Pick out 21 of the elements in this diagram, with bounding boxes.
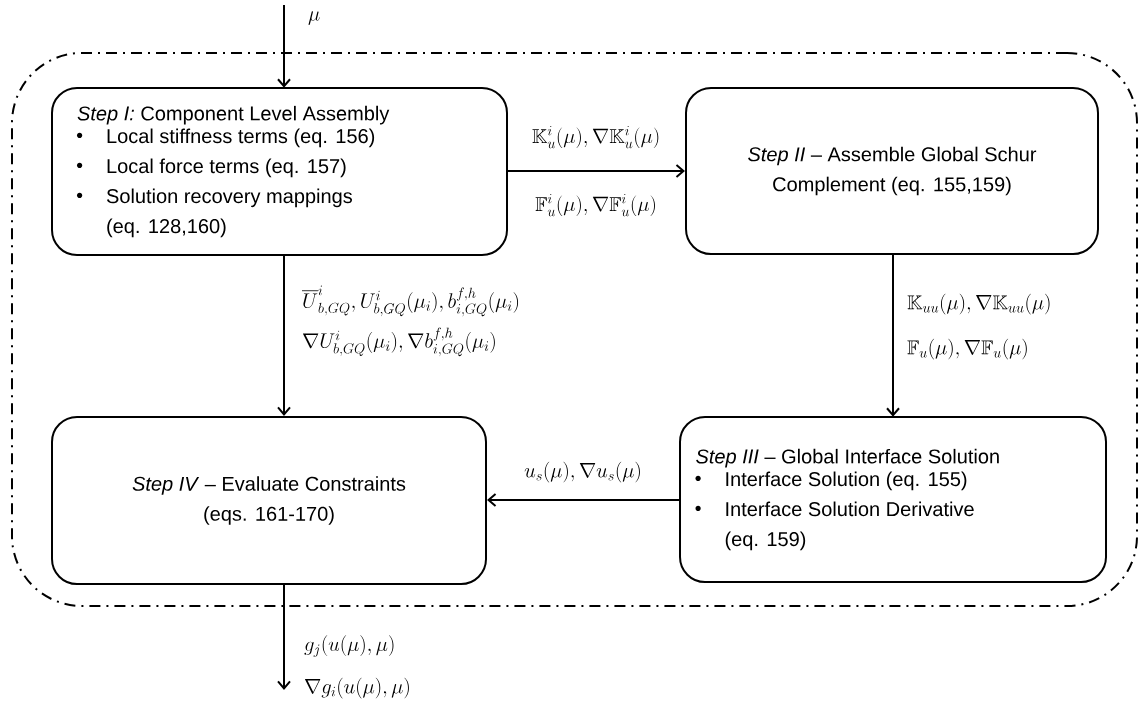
formula-label: $\nabla g_i(u(\mu),\mu)$ (305, 677, 409, 699)
formula-label: $\nabla U^i_{b,GQ}(\mu_i), \nabla b^{f,h}_{i,GQ}(\mu_i)$ (303, 327, 495, 357)
arrow (487, 493, 681, 507)
dash-dot-boundary (11, 52, 1138, 607)
process-box: Step II – Assemble Global Schur Complement (eq. 155,159) (685, 87, 1099, 255)
edge-label: $\mathbb{K}_{uu}(\mu), \nabla\mathbb{K}_{uu}(\mu)$ (907, 293, 1050, 315)
process-box: Step I: Component Level Assembly Local stiffness terms (eq. 156) Local force terms (eq. 157) Solution recovery mappings (eq. 128,160) (51, 87, 508, 256)
edge-label: $\mathbb{K}_u^i(\mu), \nabla\mathbb{K}_u^i(\mu)$ (532, 125, 659, 149)
arrow (277, 254, 291, 416)
formula-label: $\mathbb{F}_u^i(\mu), \nabla\mathbb{F}_u^i(\mu)$ (535, 193, 655, 217)
process-box: Step III – Global Interface Solution Interface Solution (eq. 155) Interface Solution Derivative (eq. 159) (679, 416, 1107, 583)
edge-label: $g_j(u(\mu),\mu)$ (304, 635, 394, 657)
arrow (277, 584, 291, 690)
edge-label: $\overline{U}^i_{b,GQ}, U^i_{b,GQ}(\mu_i), b^{f,h}_{i,GQ}(\mu_i)$ (302, 285, 519, 317)
formula-label: $\mathbb{F}_u(\mu), \nabla\mathbb{F}_u(\mu)$ (907, 338, 1027, 360)
edge-label: $u_s(\mu), \nabla u_s(\mu)$ (524, 461, 640, 483)
process-box: Step IV – Evaluate Constraints (eqs. 161-170) (51, 416, 487, 585)
arrow (506, 164, 685, 178)
arrow (277, 4, 291, 88)
arrow (886, 254, 900, 417)
edge-label: $\mu$ (308, 11, 320, 25)
